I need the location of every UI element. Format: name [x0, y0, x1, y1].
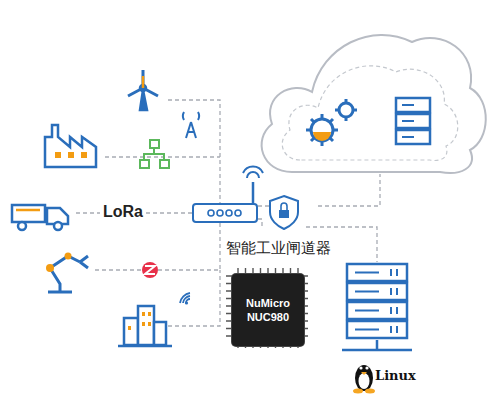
chip-pin [226, 268, 308, 348]
chip-pin [226, 268, 308, 348]
chip-pin [226, 268, 308, 348]
chip-label: NuMicro NUC980 [236, 296, 300, 324]
chip-pin [226, 268, 308, 348]
server-box: Linux [345, 262, 409, 340]
os-label: Linux [375, 368, 416, 383]
gateway-label: 智能工业闸道器 [224, 239, 333, 258]
gateway-box: 智能工业闸道器 [192, 203, 258, 223]
protocol-label: LoRa [100, 203, 146, 221]
chip-pin [226, 268, 308, 348]
server-icon [345, 262, 409, 340]
chip-pin [226, 268, 308, 348]
chip-pin [226, 268, 308, 348]
chip-pin [226, 268, 308, 348]
chip-pin [226, 268, 308, 348]
gateway-leds [194, 205, 256, 221]
chip-box: NuMicro NUC980 [232, 274, 304, 346]
